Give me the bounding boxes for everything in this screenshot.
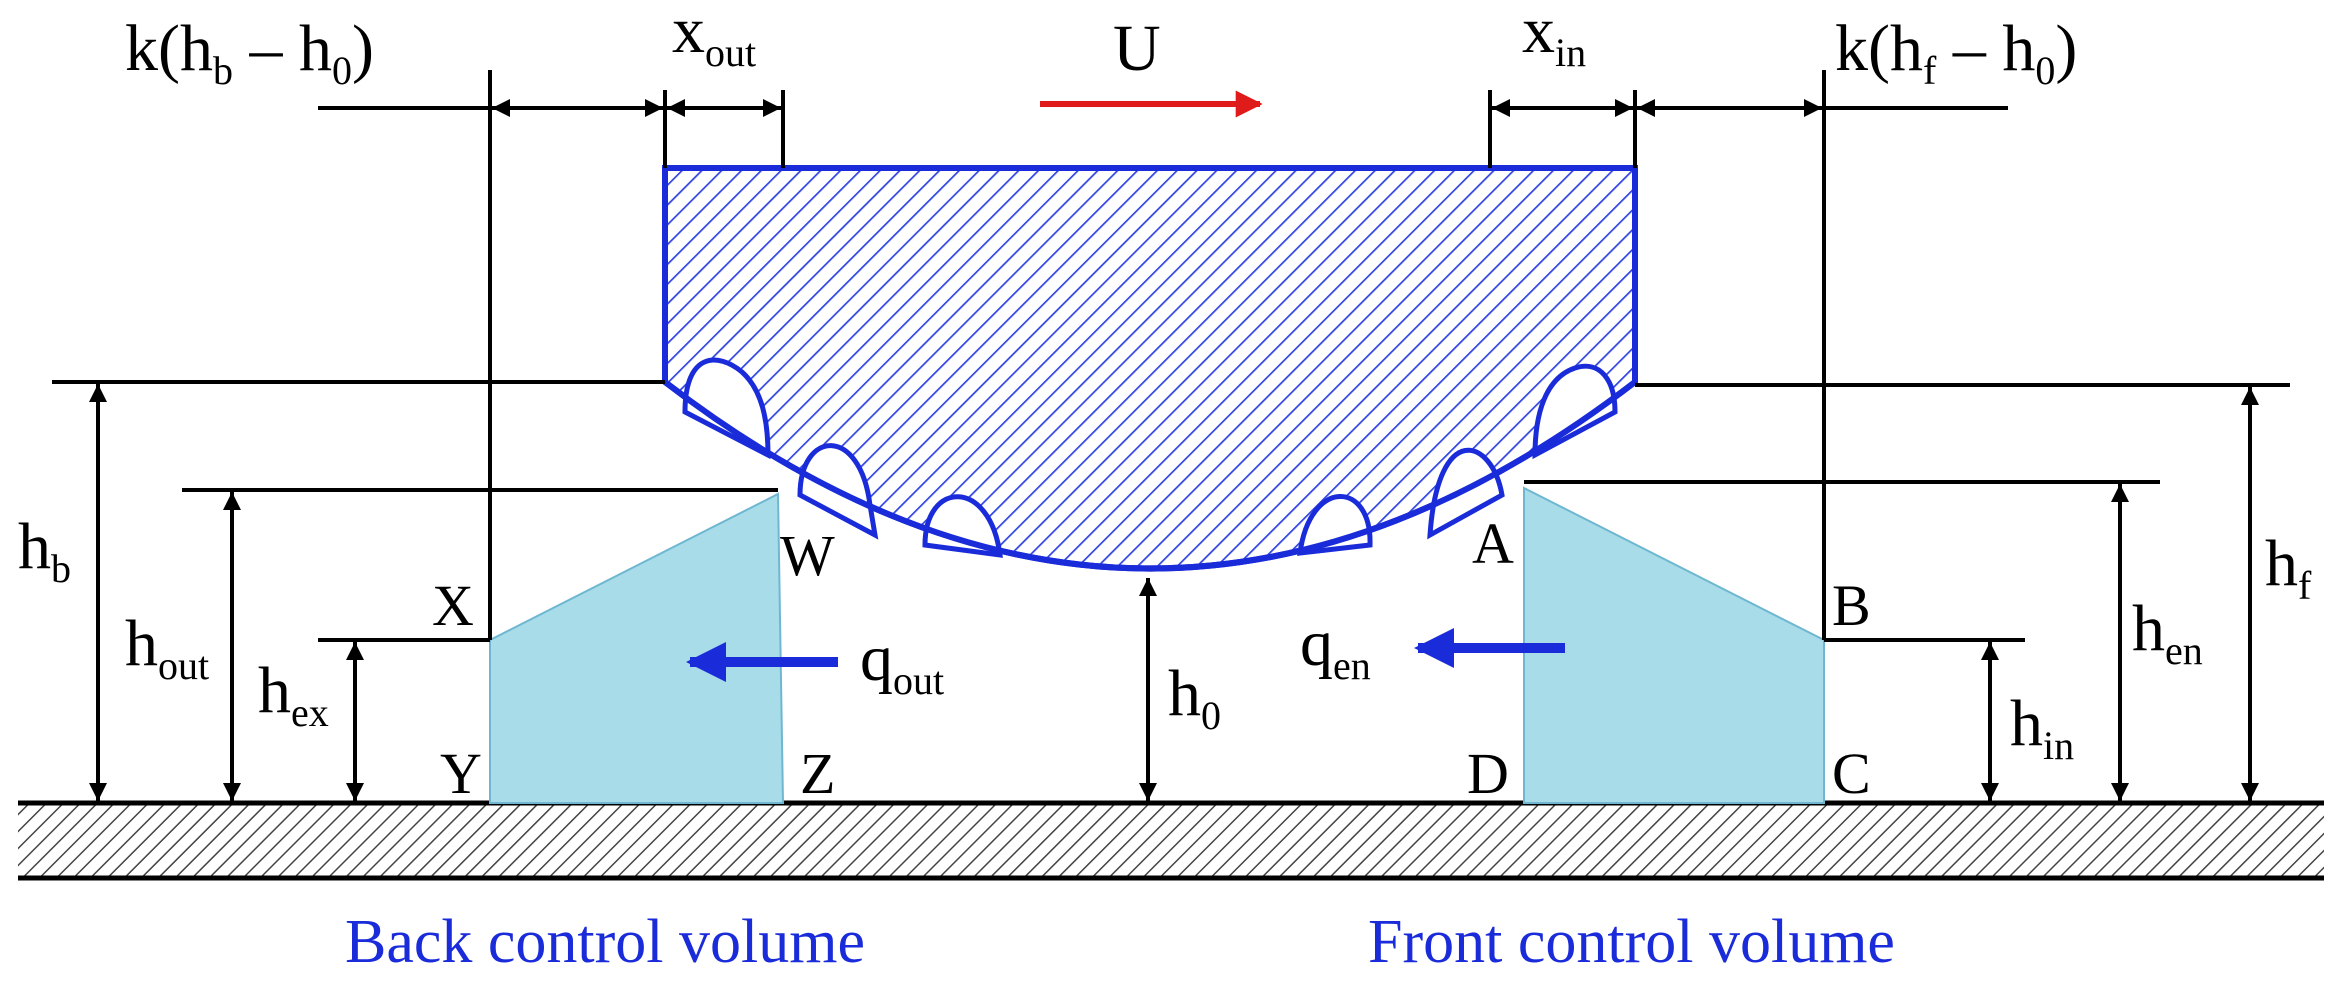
height-dimension-arrows <box>89 384 2259 801</box>
label-h-en: hen <box>2132 592 2203 673</box>
label-velocity-u: U <box>1113 12 1161 85</box>
label-x-in: xin <box>1522 0 1586 75</box>
reference-lines <box>52 70 2290 642</box>
point-x: X <box>432 573 474 638</box>
front-control-volume-fluid <box>1523 486 1825 804</box>
point-z: Z <box>800 741 835 806</box>
label-h-ex: hex <box>258 654 329 735</box>
label-h-b: hb <box>18 510 71 591</box>
label-h-f: hf <box>2265 527 2312 608</box>
label-k-hb-h0: k(hb – h0) <box>125 12 374 93</box>
tool-body <box>662 165 1638 572</box>
point-c: C <box>1832 741 1871 806</box>
label-h-in: hin <box>2010 687 2074 768</box>
point-a: A <box>1472 511 1514 576</box>
label-q-en: qen <box>1300 607 1371 688</box>
back-control-volume-fluid <box>489 492 785 804</box>
label-x-out: xout <box>672 0 756 75</box>
point-w: W <box>780 523 835 588</box>
label-h-0: h0 <box>1168 657 1221 738</box>
label-q-out: qout <box>860 622 944 703</box>
label-k-hf-h0: k(hf – h0) <box>1835 12 2077 93</box>
point-y: Y <box>440 741 482 806</box>
caption-back-control-volume: Back control volume <box>345 908 865 976</box>
caption-front-control-volume: Front control volume <box>1368 908 1895 976</box>
label-h-out: hout <box>125 607 209 688</box>
point-d: D <box>1467 741 1509 806</box>
point-b: B <box>1832 573 1871 638</box>
ground-substrate <box>18 800 2324 881</box>
